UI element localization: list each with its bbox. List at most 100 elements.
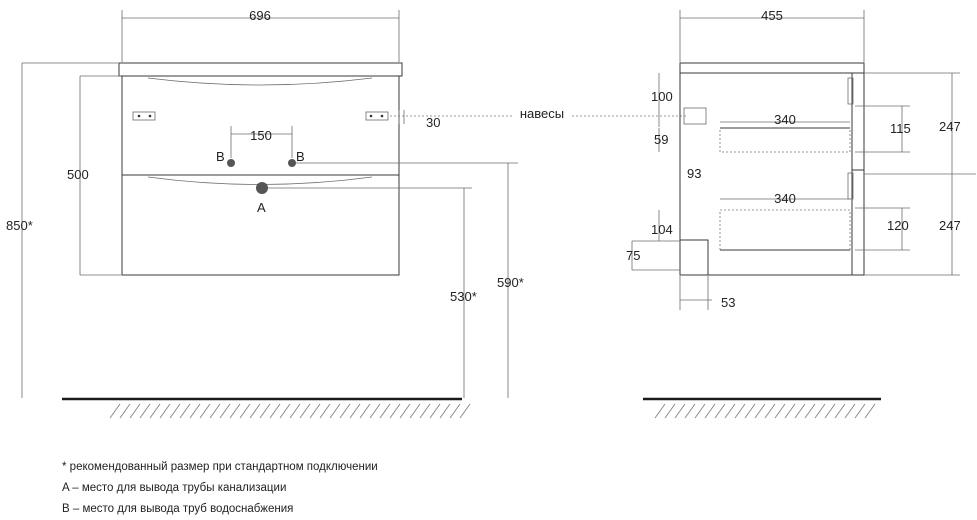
floor-hatch-line (299, 403, 311, 419)
floor-hatch-line (834, 403, 846, 419)
left-hinge-hole (148, 114, 152, 118)
floor-hatch-line (369, 403, 381, 419)
floor-hatch-line (289, 403, 301, 419)
inlet-right-label: B (296, 149, 305, 164)
back-bottom-step (679, 239, 709, 275)
floor-hatch-line (149, 403, 161, 419)
floor-hatch-line (189, 403, 201, 419)
right-hinge-hole (380, 114, 384, 118)
floor-hatch-line (824, 403, 836, 419)
drain-height-label: 530* (450, 289, 477, 304)
hinge-offset-label: 30 (426, 115, 440, 130)
inlet-left-label: B (216, 149, 225, 164)
floor-hatch-line (169, 403, 181, 419)
lower-section-label: 247 (939, 218, 961, 233)
side-depth-label: 455 (761, 8, 783, 23)
floor-hatch-line (844, 403, 856, 419)
floor-hatch-line (674, 403, 686, 419)
floor-hatch-line (794, 403, 806, 419)
floor-hatch-line (804, 403, 816, 419)
lower-drawer-box (719, 209, 851, 251)
floor-hatch-line (429, 403, 441, 419)
drain-label: A (257, 200, 266, 215)
floor-hatch-line (754, 403, 766, 419)
note-drain: A – место для вывода трубы канализации (62, 482, 287, 494)
lower-drawer-depth-label: 340 (774, 191, 796, 206)
front-countertop (118, 62, 403, 77)
note-water: B – место для вывода труб водоснабжения (62, 503, 294, 515)
drawer-height-label: 500 (67, 167, 89, 182)
upper-front-handle (847, 77, 854, 105)
drain-outlet (256, 182, 268, 194)
floor-hatch-line (249, 403, 261, 419)
floor-hatch-line (734, 403, 746, 419)
floor-hatch-line (814, 403, 826, 419)
side-cabinet-body (679, 62, 865, 276)
floor-hatch-line (239, 403, 251, 419)
side-view (679, 62, 865, 276)
upper-handle-curve (147, 77, 373, 86)
floor-hatch-line (654, 403, 666, 419)
floor-hatch-line (449, 403, 461, 419)
floor-hatch-line (219, 403, 231, 419)
note-recommended: * рекомендованный размер при стандартном… (62, 461, 378, 473)
floor-hatch-line (159, 403, 171, 419)
top-gap-label: 100 (651, 89, 673, 104)
floor-hatch-line (329, 403, 341, 419)
upper-drawer-box (719, 127, 851, 153)
lower-front-handle (847, 172, 854, 200)
floor-hatch-line (854, 403, 866, 419)
back-offset-label: 53 (721, 295, 735, 310)
notes-block: * рекомендованный размер при стандартном… (62, 457, 378, 520)
floor-hatch-line (864, 403, 876, 419)
total-height-label: 850* (6, 218, 33, 233)
middle-offset-label: 93 (687, 166, 701, 181)
floor-hatch-line (309, 403, 321, 419)
floor-hatch-line (129, 403, 141, 419)
floor-hatch-line (389, 403, 401, 419)
inlet-height-label: 590* (497, 275, 524, 290)
floor-hatch-line (704, 403, 716, 419)
floor-hatch-line (339, 403, 351, 419)
floor-hatch-line (139, 403, 151, 419)
side-dimensions: 455 100 59 93 104 75 340 340 115 120 247… (626, 8, 976, 310)
water-inlet-right (288, 159, 296, 167)
floor-hatch-line (379, 403, 391, 419)
floor-hatch-line (664, 403, 676, 419)
floor-hatch-line (269, 403, 281, 419)
floor-hatch-line (279, 403, 291, 419)
floor-hatch-line (109, 403, 121, 419)
floor-hatch-line (684, 403, 696, 419)
front-view (118, 62, 403, 276)
pipe-spacing-label: 150 (250, 128, 272, 143)
floor-hatch-line (349, 403, 361, 419)
upper-drawer-height-label: 115 (890, 121, 911, 136)
hinges-label: навесы (520, 106, 564, 121)
right-hinge-hole (369, 114, 373, 118)
floor-hatch-line (209, 403, 221, 419)
floor-hatch-line (179, 403, 191, 419)
right-hinge-bracket (365, 111, 389, 121)
upper-drawer-depth-label: 340 (774, 112, 796, 127)
floor-hatch-line (694, 403, 706, 419)
floor-hatch-line (359, 403, 371, 419)
floor-hatch-line (774, 403, 786, 419)
floor-hatch-line (744, 403, 756, 419)
floor-hatch-line (319, 403, 331, 419)
floor-hatch-line (399, 403, 411, 419)
lower-drawer-height-label: 120 (887, 218, 909, 233)
front-dimensions: 696 850* 500 150 B B A 30 590* 530* (6, 8, 688, 398)
floor-hatch-line (714, 403, 726, 419)
upper-section-label: 247 (939, 119, 961, 134)
upper-offset-label: 59 (654, 132, 668, 147)
floor-hatch-line (119, 403, 131, 419)
front-floor (62, 397, 471, 419)
water-inlet-left (227, 159, 235, 167)
floor-hatch-line (439, 403, 451, 419)
side-floor (643, 397, 881, 419)
bottom-offset-label: 75 (626, 248, 640, 263)
floor-hatch-line (419, 403, 431, 419)
floor-hatch-line (199, 403, 211, 419)
floor-hatch-line (784, 403, 796, 419)
